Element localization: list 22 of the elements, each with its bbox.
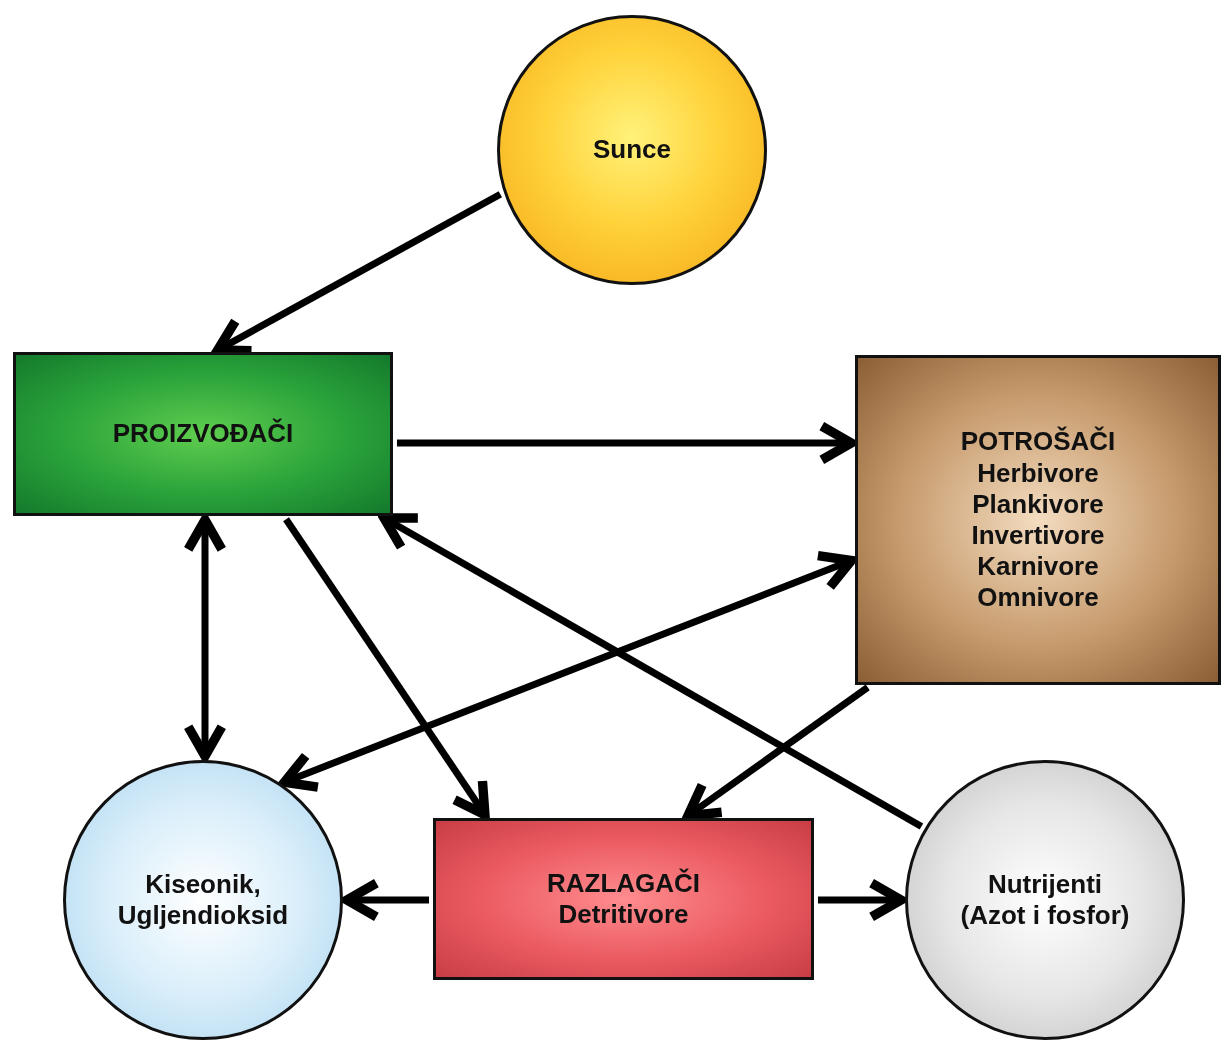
node-label: Detritivore <box>558 899 689 931</box>
node-label: Herbivore <box>977 457 1099 489</box>
node-label: Kiseonik, Ugljendioksid <box>116 868 290 932</box>
node-label: Sunce <box>593 134 671 166</box>
arrow <box>283 517 490 820</box>
node-label: PROIZVOĐAČI <box>112 418 294 450</box>
process-box <box>13 352 393 516</box>
arrow <box>396 421 856 465</box>
node-label: RAZLAGAČI <box>546 867 701 899</box>
arrow <box>183 515 227 761</box>
arrow <box>379 513 924 830</box>
node-label: Invertivore <box>971 520 1105 552</box>
process-box <box>433 818 814 980</box>
node-label: POTROŠAČI <box>960 426 1116 458</box>
arrow <box>818 878 906 922</box>
node-label: (Azot i fosfor) <box>960 900 1130 932</box>
node-label: Karnivore <box>977 551 1099 583</box>
node-label: Plankivore <box>972 488 1104 520</box>
node-label: Omnivore <box>977 582 1099 614</box>
node-label: Nutrijenti <box>987 868 1103 900</box>
arrow <box>279 550 857 792</box>
process-box <box>855 355 1221 685</box>
